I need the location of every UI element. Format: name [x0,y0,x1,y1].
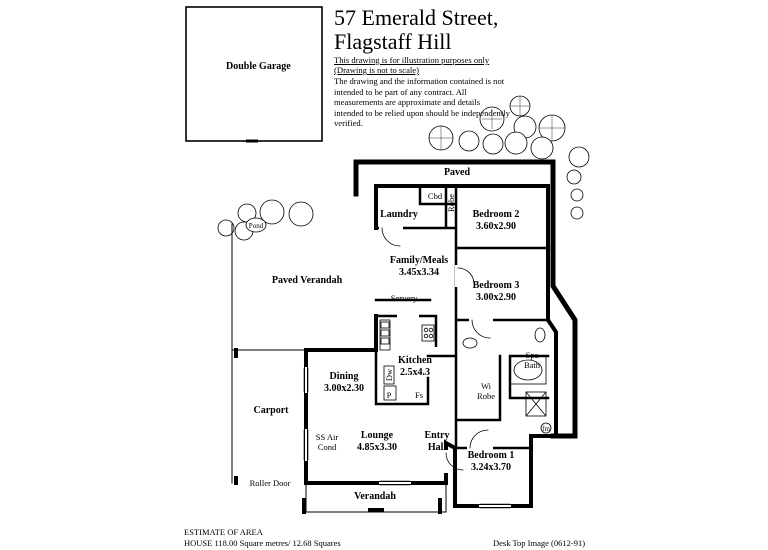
pond-label: Pond [248,222,264,230]
address-line-2: Flagstaff Hill [334,29,452,54]
verandah-label: Verandah [354,491,396,502]
double-garage-label: Double Garage [226,61,291,72]
address-line-1: 57 Emerald Street, [334,5,499,30]
kitchen-label: Kitchen 2.5x4.3 [398,355,432,378]
pantry-label: P [386,390,392,400]
shrub-cluster-icon [217,199,314,241]
cbd-label: Cbd [427,191,443,201]
dining-label: Dining 3.00x2.30 [324,371,364,394]
door-swings [381,227,491,471]
servery-label: Servery [390,293,418,303]
lounge-label: Lounge 4.85x3.30 [357,430,397,453]
window-lines [303,367,511,509]
image-credit: Desk Top Image (0612-91) [493,538,586,548]
fridge-label: Fs [414,390,424,400]
door-openings [379,225,493,473]
ss-air-cond-label: SS Air Cond [315,432,339,452]
robe-label: Robe [446,194,456,212]
spa-bath-label: Spa Bath [523,350,541,370]
pond-outline [245,217,267,233]
paved-verandah-outline [231,223,307,484]
paved-boundary-wall [353,159,578,439]
disclaimer-line-1: This drawing is for illustration purpose… [334,55,490,65]
laundry-label: Laundry [380,209,418,220]
bedroom-1-label: Bedroom 1 3.24x3.70 [467,450,515,473]
carport-label: Carport [253,405,289,416]
tree-cluster-icon [428,95,590,220]
dishwasher-label: Dw [384,368,394,382]
double-garage-outline [185,6,323,142]
roller-door-label: Roller Door [249,478,291,488]
estimate-house: HOUSE 118.00 Square metres/ 12.68 Square… [184,538,341,548]
paved-verandah-label: Paved Verandah [271,275,343,286]
disclaimer-body: The drawing and the information containe… [334,76,510,128]
entry-hall-label: Entry Hall [424,430,450,453]
estimate-title: ESTIMATE OF AREA [184,527,263,537]
house-exterior-wall [304,184,558,508]
bathroom-fixtures [462,327,552,434]
bedroom-3-label: Bedroom 3 3.00x2.90 [472,280,520,303]
fm-label: fm [542,425,550,433]
family-meals-label: Family/Meals 3.45x3.34 [389,255,449,278]
wi-robe-label: Wi Robe [477,381,495,401]
paved-top-label: Paved [443,167,471,178]
windows [305,219,529,507]
bedroom-2-label: Bedroom 2 3.60x2.90 [472,209,520,232]
disclaimer-line-2: (Drawing is not to scale) [334,65,419,75]
verandah-posts [302,498,442,514]
kitchen-fixtures [379,319,435,401]
